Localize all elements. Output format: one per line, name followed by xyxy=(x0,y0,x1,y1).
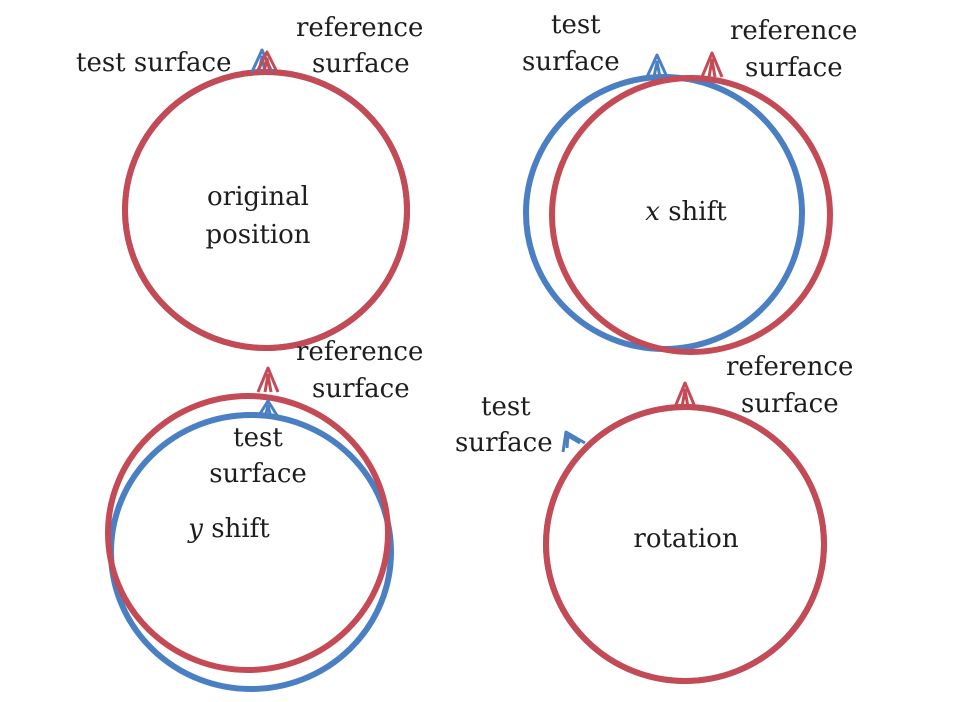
reference-surface-marker-icon xyxy=(673,381,697,408)
test-surface-marker-icon xyxy=(256,399,280,418)
test-surface-marker-icon xyxy=(561,430,586,453)
test-surface-label-line1: test xyxy=(481,392,531,422)
test-surface-label-line1: test xyxy=(233,423,283,453)
reference-surface-circle xyxy=(543,404,827,684)
test-surface-circle xyxy=(108,412,394,692)
reference-surface-circle xyxy=(122,69,410,351)
panel-caption-variable: x xyxy=(645,197,660,227)
panel-caption-rest: shift xyxy=(203,514,270,544)
test-surface-label-line2: surface xyxy=(455,428,553,458)
reference-surface-label-line2: surface xyxy=(745,53,843,83)
test-surface-label-line1: test xyxy=(551,10,601,40)
panel-rotation: test surface reference surface rotation xyxy=(455,352,853,684)
panel-caption-line1: original xyxy=(207,182,309,212)
test-surface-label: test surface xyxy=(76,48,231,78)
test-surface-label-line2: surface xyxy=(209,459,307,489)
panel-caption: rotation xyxy=(633,524,738,554)
reference-surface-label-line1: reference xyxy=(296,13,423,43)
test-surface-label-line2: surface xyxy=(522,47,620,77)
reference-surface-label-line2: surface xyxy=(741,389,839,419)
panel-original-position: test surface reference surface original … xyxy=(76,13,423,351)
reference-surface-marker-icon xyxy=(700,51,724,78)
panel-y-shift: reference surface test surface y shift xyxy=(105,337,423,692)
panel-caption-rest: shift xyxy=(660,197,727,227)
reference-surface-circle xyxy=(105,393,391,673)
panel-caption: y shift xyxy=(187,514,270,544)
reference-surface-label-line1: reference xyxy=(296,337,423,367)
panel-caption-line2: position xyxy=(205,220,310,250)
panel-x-shift: test surface reference surface x shift xyxy=(522,10,857,355)
reference-surface-circle xyxy=(549,75,833,355)
reference-surface-label-line2: surface xyxy=(312,374,410,404)
reference-surface-label-line1: reference xyxy=(730,16,857,46)
reference-surface-marker-icon xyxy=(255,50,279,73)
panel-caption: x shift xyxy=(645,197,727,227)
reference-surface-label-line1: reference xyxy=(726,352,853,382)
test-surface-marker-icon xyxy=(645,53,669,78)
reference-surface-label-line2: surface xyxy=(312,49,410,79)
reference-surface-marker-icon xyxy=(256,366,280,393)
panel-caption-variable: y xyxy=(187,514,203,544)
